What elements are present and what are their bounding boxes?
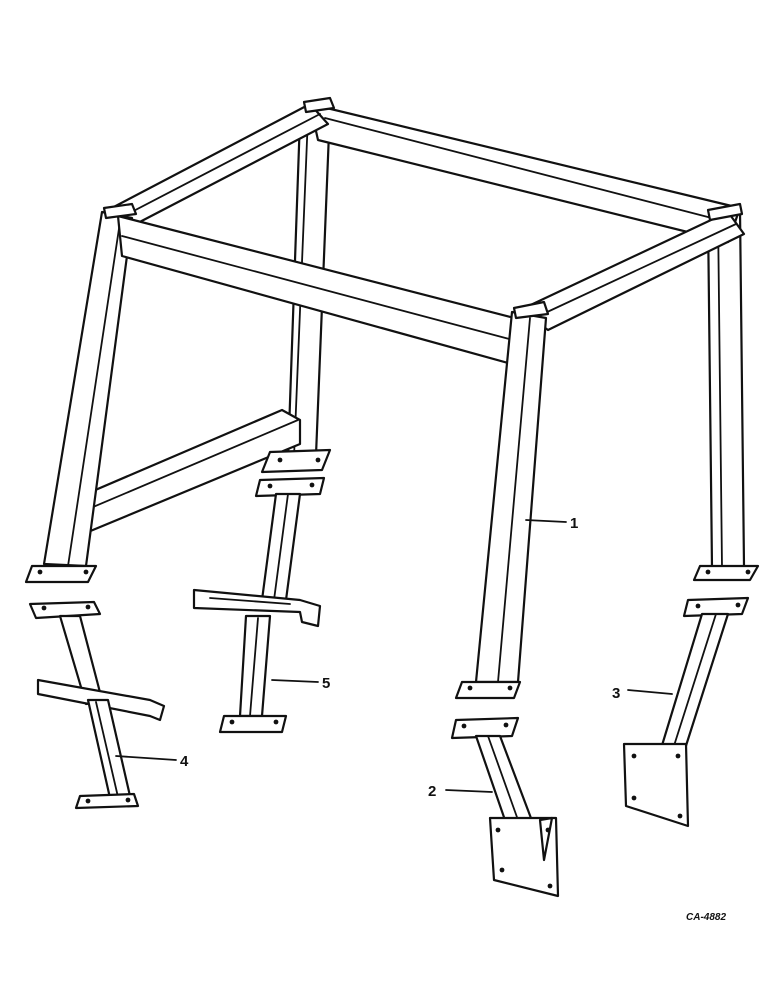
- callout-4: 4: [180, 753, 189, 770]
- frame-assembly: [24, 96, 760, 700]
- callout-1: 1: [570, 515, 578, 532]
- post-back-right: [706, 208, 746, 570]
- cap-front-left: [102, 202, 138, 220]
- leader-5: [271, 679, 319, 683]
- beam-back: [308, 102, 742, 244]
- part-5-step-leg: [192, 476, 326, 734]
- leader-2: [445, 789, 493, 793]
- callout-5: 5: [322, 675, 330, 692]
- leader-4: [115, 755, 177, 761]
- drawing-code: CA-4882: [686, 912, 726, 923]
- plate-back-right: [692, 564, 760, 582]
- cap-back-right: [706, 202, 744, 222]
- part-3-angled-leg: [622, 596, 750, 828]
- post-front-right: [474, 310, 548, 684]
- cap-back-left: [302, 96, 336, 114]
- part-4-step-leg: [28, 600, 166, 810]
- plate-front-left: [24, 564, 98, 584]
- part-2-angled-leg: [450, 716, 560, 898]
- callout-3: 3: [612, 685, 620, 702]
- plate-front-right: [454, 680, 522, 700]
- cap-front-right: [512, 300, 550, 320]
- callout-2: 2: [428, 783, 436, 800]
- leader-3: [627, 689, 673, 695]
- leader-1: [525, 519, 567, 523]
